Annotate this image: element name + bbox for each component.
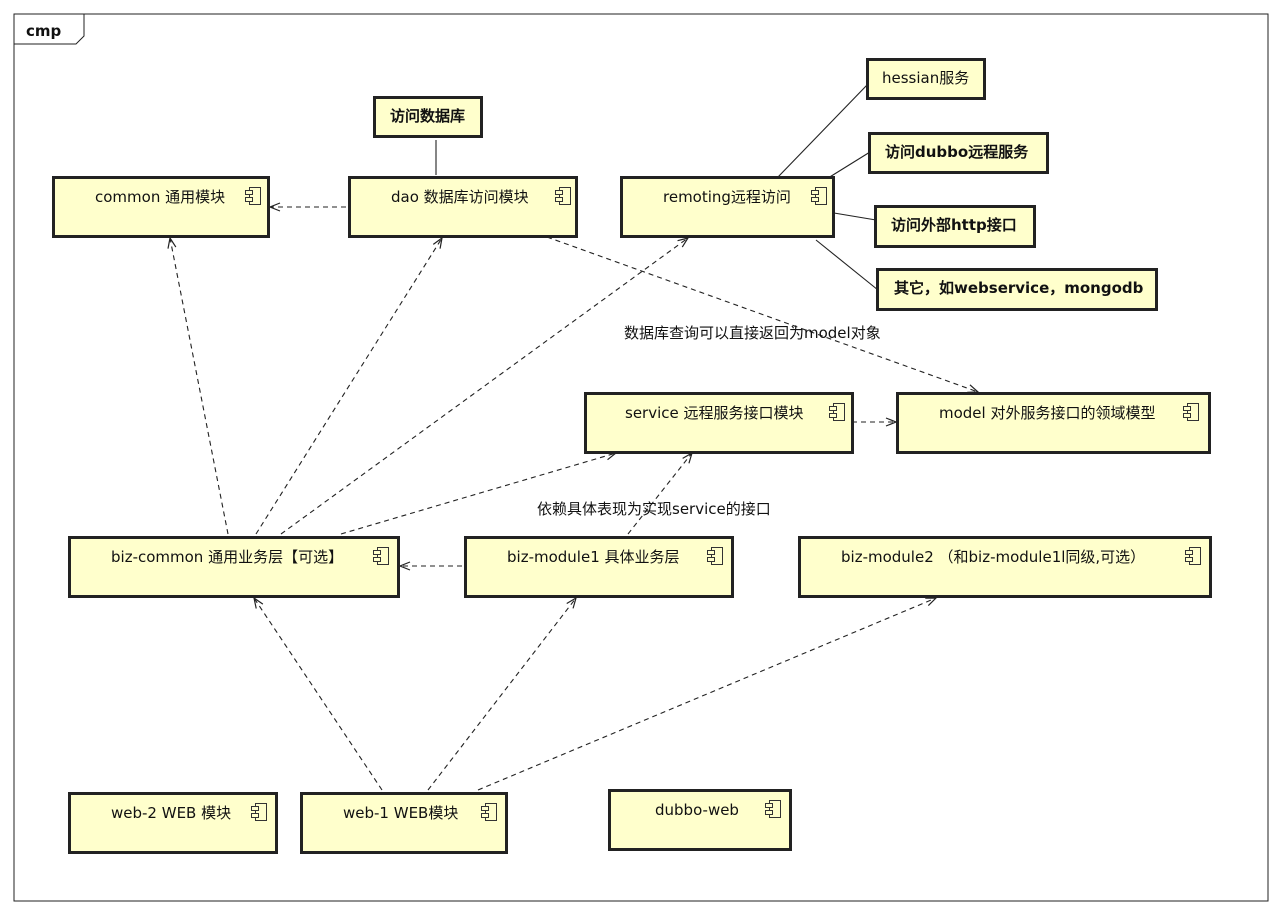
component-label: biz-common 通用业务层【可选】 (111, 548, 344, 566)
note-db-access[interactable]: 访问数据库 (373, 96, 483, 138)
component-label: service 远程服务接口模块 (625, 404, 804, 422)
component-dubbo-web[interactable]: dubbo-web (608, 789, 792, 851)
component-icon (707, 547, 723, 565)
component-biz-module2[interactable]: biz-module2 （和biz-module1l同级,可选） (798, 536, 1212, 598)
dep-bizmodule1-service (627, 453, 692, 535)
edge-label-impl-service: 依赖具体表现为实现service的接口 (537, 500, 771, 518)
component-dao[interactable]: dao 数据库访问模块 (348, 176, 578, 238)
dep-web1-bizcommon (254, 598, 383, 791)
dep-bizcommon-remoting (280, 238, 688, 535)
component-label: common 通用模块 (95, 188, 226, 206)
component-common[interactable]: common 通用模块 (52, 176, 270, 238)
component-remoting[interactable]: remoting远程访问 (620, 176, 835, 238)
note-text: 其它，如webservice，mongodb (894, 279, 1144, 297)
frame-border (13, 13, 1269, 902)
note-http-api[interactable]: 访问外部http接口 (874, 205, 1036, 248)
component-icon (811, 187, 827, 205)
dep-bizcommon-service (340, 453, 616, 535)
component-label: model 对外服务接口的领域模型 (939, 404, 1156, 422)
component-model[interactable]: model 对外服务接口的领域模型 (896, 392, 1211, 454)
component-web-1[interactable]: web-1 WEB模块 (300, 792, 508, 854)
component-label: biz-module1 具体业务层 (507, 548, 680, 566)
dep-dao-model (546, 236, 978, 392)
component-label: biz-module2 （和biz-module1l同级,可选） (841, 548, 1146, 566)
component-label: dubbo-web (655, 801, 739, 819)
note-hessian[interactable]: hessian服务 (866, 58, 986, 100)
component-icon (1185, 547, 1201, 565)
dep-web1-bizmodule2 (477, 598, 936, 791)
note-dubbo-remote[interactable]: 访问dubbo远程服务 (868, 132, 1049, 174)
note-text: 访问外部http接口 (891, 216, 1017, 234)
note-other[interactable]: 其它，如webservice，mongodb (876, 268, 1158, 311)
dep-bizcommon-common (170, 238, 229, 535)
component-service[interactable]: service 远程服务接口模块 (584, 392, 854, 454)
component-web-2[interactable]: web-2 WEB 模块 (68, 792, 278, 854)
note-text: 访问数据库 (390, 107, 466, 125)
component-label: web-1 WEB模块 (343, 804, 459, 822)
component-label: dao 数据库访问模块 (391, 188, 529, 206)
note-text: hessian服务 (882, 69, 970, 87)
dep-bizcommon-dao (255, 238, 442, 535)
component-icon (245, 187, 261, 205)
component-biz-common[interactable]: biz-common 通用业务层【可选】 (68, 536, 400, 598)
note-text: 访问dubbo远程服务 (885, 143, 1029, 161)
note-link-http (827, 211, 877, 221)
component-label: web-2 WEB 模块 (111, 804, 232, 822)
component-icon (555, 187, 571, 205)
component-icon (251, 803, 267, 821)
dep-web1-bizmodule1 (427, 598, 576, 791)
component-biz-module1[interactable]: biz-module1 具体业务层 (464, 536, 734, 598)
edge-label-dao-model: 数据库查询可以直接返回为model对象 (624, 324, 881, 342)
component-icon (765, 800, 781, 818)
note-link-other (815, 239, 879, 291)
component-label: remoting远程访问 (663, 188, 791, 206)
component-icon (829, 403, 845, 421)
component-icon (481, 803, 497, 821)
frame-tab (14, 14, 85, 45)
component-icon (373, 547, 389, 565)
note-link-hessian (777, 83, 869, 178)
frame-label: cmp (26, 22, 62, 40)
component-icon (1183, 403, 1199, 421)
